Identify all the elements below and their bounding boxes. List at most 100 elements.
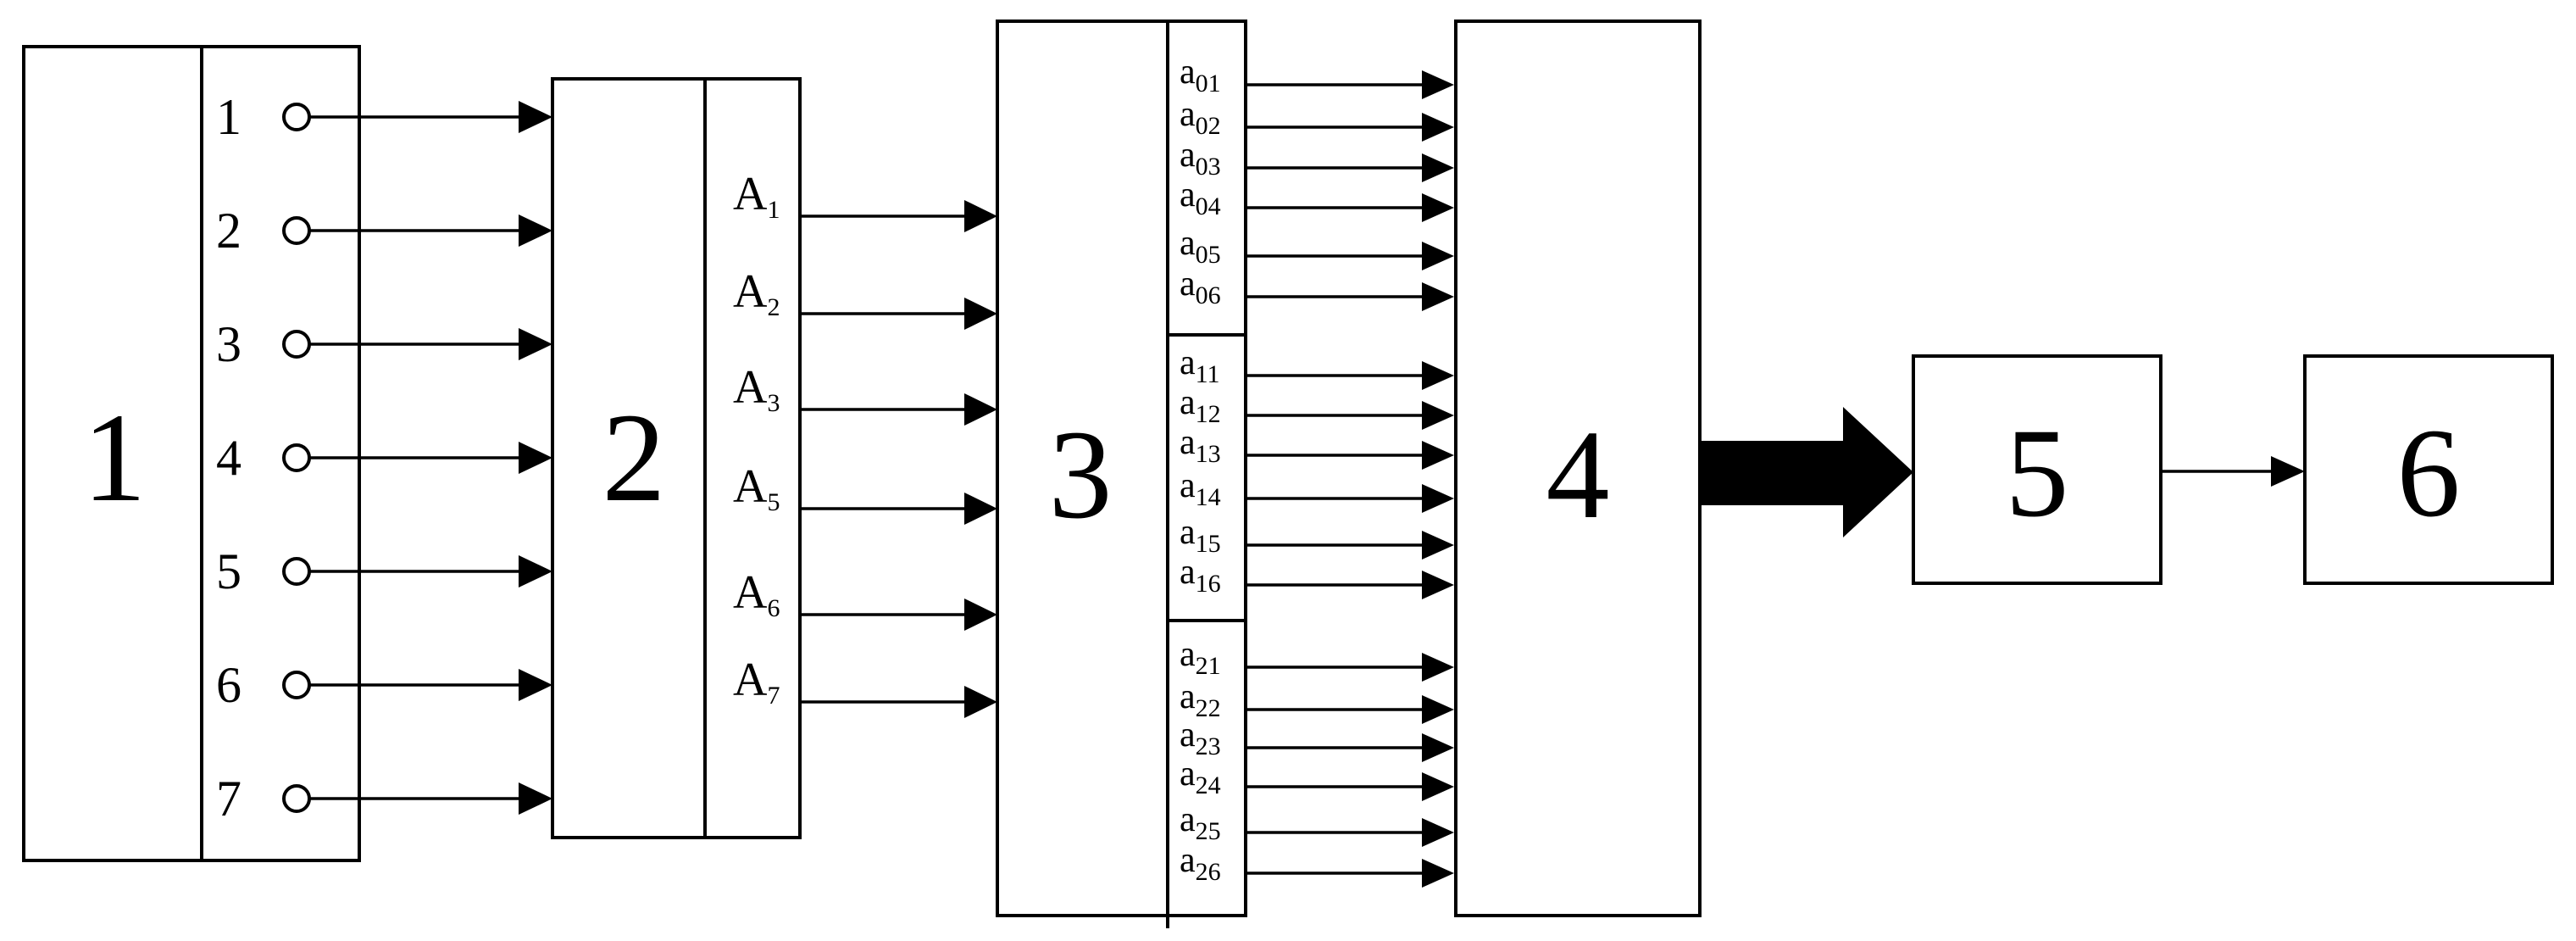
block-3-output-arrow-head bbox=[1422, 818, 1454, 847]
port-arrow-head bbox=[519, 782, 552, 815]
block-2-output-arrow bbox=[800, 599, 997, 631]
block-2-output-label-subscript: 2 bbox=[767, 293, 780, 321]
block-2-output-arrow bbox=[800, 298, 997, 330]
block-3-output-arrow-head bbox=[1422, 361, 1454, 390]
arrow-5-to-6-head bbox=[2271, 456, 2305, 487]
block-3-output-label-main: a bbox=[1180, 264, 1196, 303]
block-2-output-arrow-head bbox=[964, 200, 997, 232]
port-arrow bbox=[309, 442, 552, 474]
block-3-output-label-subscript: 12 bbox=[1196, 400, 1221, 428]
block-2-output-arrow bbox=[800, 200, 997, 232]
block-5: 5 bbox=[1912, 354, 2162, 585]
block-3-output-arrow-head bbox=[1422, 859, 1454, 888]
block-2-output-arrow bbox=[800, 686, 997, 718]
block-3-output-label-main: a bbox=[1180, 175, 1196, 214]
block-3-output-label-main: a bbox=[1180, 553, 1196, 592]
block-3-output-arrow bbox=[1246, 282, 1454, 311]
port-arrow bbox=[309, 101, 552, 133]
block-2-output-arrow-head bbox=[964, 599, 997, 631]
port-arrow bbox=[309, 782, 552, 815]
block-3-output-label-subscript: 01 bbox=[1196, 70, 1221, 97]
block-2-output-label: A1 bbox=[733, 168, 780, 224]
block-3-output-arrow-head bbox=[1422, 531, 1454, 560]
block-2: 2 bbox=[551, 77, 802, 839]
arrow-5-to-6 bbox=[2161, 456, 2305, 487]
block-3-output-label-main: a bbox=[1180, 635, 1196, 674]
block-3-output-label-subscript: 16 bbox=[1196, 570, 1221, 598]
block-3-output-label-subscript: 25 bbox=[1196, 817, 1221, 845]
port-arrow-head bbox=[519, 669, 552, 701]
block-3-output-arrow bbox=[1246, 571, 1454, 599]
block-3-output-arrow bbox=[1246, 818, 1454, 847]
block-3-output-label-subscript: 14 bbox=[1196, 483, 1221, 511]
terminal-circle-icon bbox=[282, 671, 311, 699]
block-3-output-label: a05 bbox=[1180, 224, 1221, 269]
block-3-output-label-main: a bbox=[1180, 224, 1196, 263]
block-3-output-arrow bbox=[1246, 484, 1454, 513]
block-3-output-arrow bbox=[1246, 859, 1454, 888]
port-arrow-head bbox=[519, 214, 552, 247]
block-3-output-label-main: a bbox=[1180, 841, 1196, 880]
block-3-output-arrow-head bbox=[1422, 733, 1454, 762]
port-label: 6 bbox=[216, 657, 242, 713]
block-3-output-arrow-head bbox=[1422, 401, 1454, 430]
terminal-circle-icon bbox=[282, 216, 311, 245]
port-label: 2 bbox=[216, 203, 242, 259]
block-3-output-label: a12 bbox=[1180, 383, 1221, 428]
block-3-output-label: a21 bbox=[1180, 635, 1221, 680]
block-3-output-arrow-head bbox=[1422, 153, 1454, 182]
block-2-output-label-subscript: 7 bbox=[767, 682, 780, 710]
block-3-output-label-subscript: 21 bbox=[1196, 652, 1221, 680]
block-3-output-label-subscript: 03 bbox=[1196, 153, 1221, 181]
block-3-output-label-main: a bbox=[1180, 343, 1196, 382]
terminal-circle-icon bbox=[282, 103, 311, 131]
block-3: 3 bbox=[996, 19, 1247, 928]
block-3-output-label-subscript: 02 bbox=[1196, 112, 1221, 140]
block-2-output-label-main: A bbox=[733, 361, 768, 414]
block-2-output-label-subscript: 1 bbox=[767, 196, 780, 224]
port-label: 3 bbox=[216, 316, 242, 372]
block-3-output-arrow bbox=[1246, 70, 1454, 99]
block-3-output-label-main: a bbox=[1180, 466, 1196, 505]
block-3-output-label: a14 bbox=[1180, 466, 1221, 511]
block-3-output-label: a26 bbox=[1180, 841, 1221, 886]
block-3-output-label: a01 bbox=[1180, 53, 1221, 97]
block-2-output-arrow bbox=[800, 393, 997, 426]
block-4: 4 bbox=[1454, 19, 1702, 917]
block-3-output-label-subscript: 05 bbox=[1196, 241, 1221, 269]
port-arrow-head bbox=[519, 328, 552, 360]
block-2-output-label-main: A bbox=[733, 265, 768, 318]
port-arrow bbox=[309, 214, 552, 247]
block-3-output-label-subscript: 04 bbox=[1196, 192, 1221, 220]
block-2-output-arrow bbox=[800, 493, 997, 525]
block-2-output-label-main: A bbox=[733, 566, 768, 619]
block-3-output-arrow-head bbox=[1422, 242, 1454, 270]
block-2-output-arrow-head bbox=[964, 298, 997, 330]
block-3-output-label-main: a bbox=[1180, 95, 1196, 134]
block-3-output-arrow-head bbox=[1422, 282, 1454, 311]
terminal-circle-icon bbox=[282, 443, 311, 472]
block-3-output-label-main: a bbox=[1180, 754, 1196, 793]
block-3-frame bbox=[996, 19, 1247, 917]
block-2-output-label: A5 bbox=[733, 460, 780, 516]
block-3-output-label: a15 bbox=[1180, 513, 1221, 558]
port-label: 1 bbox=[216, 89, 242, 145]
block-3-output-arrow-head bbox=[1422, 113, 1454, 142]
block-3-output-label: a13 bbox=[1180, 423, 1221, 468]
block-5-label: 5 bbox=[2006, 403, 2069, 543]
block-3-output-arrow bbox=[1246, 361, 1454, 390]
block-3-output-arrow-head bbox=[1422, 484, 1454, 513]
block-3-output-label-main: a bbox=[1180, 715, 1196, 754]
terminal-circle-icon bbox=[282, 557, 311, 586]
block-3-output-label-subscript: 23 bbox=[1196, 732, 1221, 760]
block-2-output-label-subscript: 6 bbox=[767, 594, 780, 622]
block-3-output-arrow bbox=[1246, 153, 1454, 182]
port-arrow bbox=[309, 669, 552, 701]
block-3-output-label-main: a bbox=[1180, 383, 1196, 422]
block-3-output-arrow-head bbox=[1422, 695, 1454, 724]
block-6-label: 6 bbox=[2397, 403, 2461, 543]
block-3-output-arrow bbox=[1246, 695, 1454, 724]
block-2-output-label: A3 bbox=[733, 361, 780, 417]
